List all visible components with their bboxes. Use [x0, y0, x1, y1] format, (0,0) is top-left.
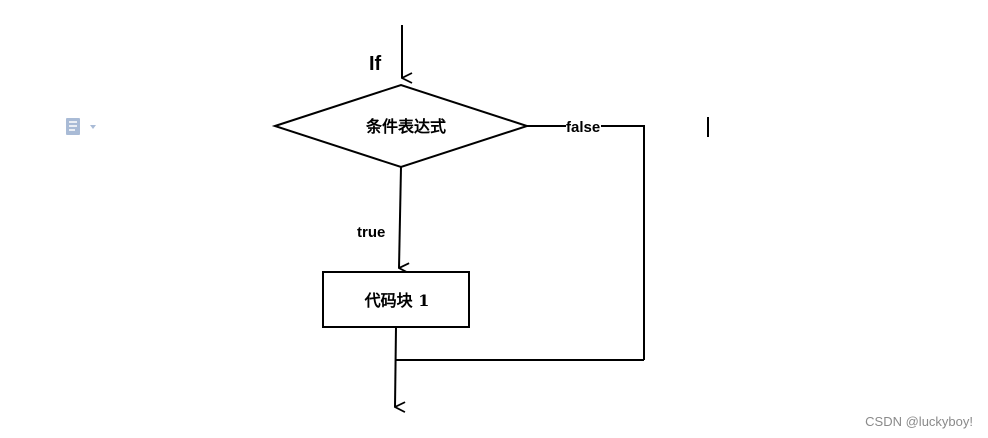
true-label: true [357, 224, 385, 241]
watermark: CSDN @luckyboy! [865, 414, 973, 429]
code-block-label: 代码块 1 [364, 291, 430, 310]
false-label: false [566, 119, 600, 136]
true-branch-arrow [399, 166, 401, 268]
if-label: If [369, 53, 382, 75]
dropdown-caret-icon[interactable] [90, 125, 96, 129]
exit-arrow [395, 326, 396, 407]
document-icon[interactable] [66, 118, 80, 135]
condition-label: 条件表达式 [365, 117, 446, 136]
